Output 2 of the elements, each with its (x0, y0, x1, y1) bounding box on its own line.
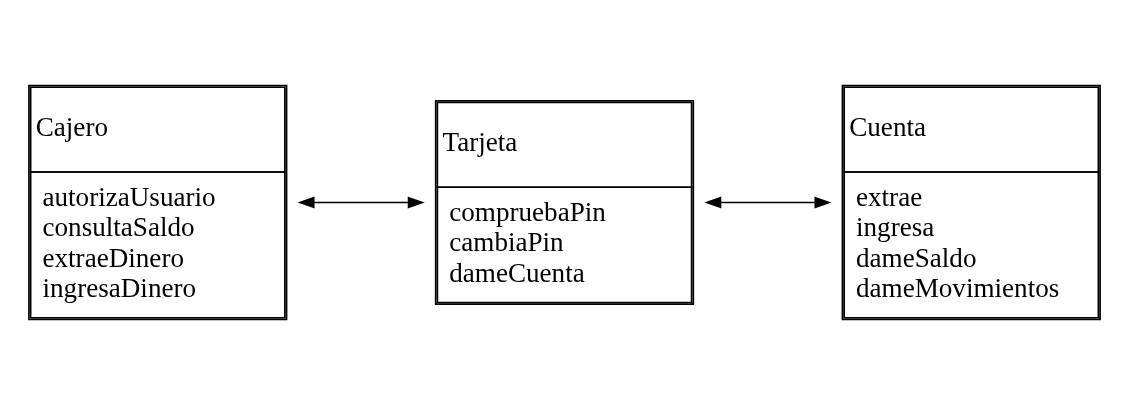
arrow (704, 196, 832, 208)
arrow (297, 196, 425, 208)
